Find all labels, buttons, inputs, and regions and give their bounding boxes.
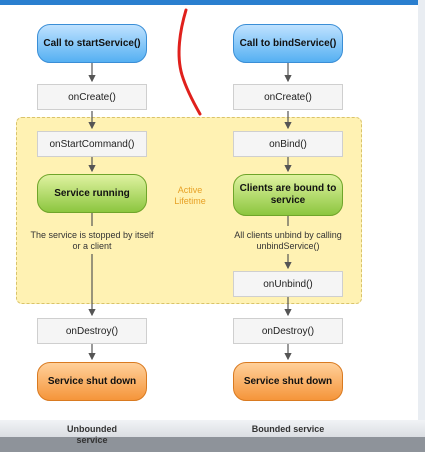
left-ondestroy-node: onDestroy() (37, 318, 147, 344)
right-unbind-note: All clients unbind by calling unbindServ… (234, 230, 342, 251)
call-startservice-node: Call to startService() (37, 24, 147, 63)
left-oncreate-node: onCreate() (37, 84, 147, 110)
scrollbar-track[interactable] (418, 0, 425, 425)
bottom-toolbar-shadow (0, 437, 425, 452)
left-stop-note: The service is stopped by itself or a cl… (30, 230, 154, 251)
bounded-caption-label: Bounded service (251, 424, 325, 434)
clients-bound-node: Clients are bound to service (233, 174, 343, 216)
onstartcommand-node: onStartCommand() (37, 131, 147, 157)
right-ondestroy-node: onDestroy() (233, 318, 343, 344)
service-running-node: Service running (37, 174, 147, 213)
right-oncreate-node: onCreate() (233, 84, 343, 110)
top-header-strip (0, 0, 425, 5)
left-service-shutdown-node: Service shut down (37, 362, 147, 401)
right-service-shutdown-node: Service shut down (233, 362, 343, 401)
active-lifetime-label: Active Lifetime (174, 185, 206, 206)
onunbind-node: onUnbind() (233, 271, 343, 297)
red-annotation-stroke (177, 8, 202, 116)
unbounded-caption-label: Unbounded service (67, 424, 117, 445)
call-bindservice-node: Call to bindService() (233, 24, 343, 63)
onbind-node: onBind() (233, 131, 343, 157)
